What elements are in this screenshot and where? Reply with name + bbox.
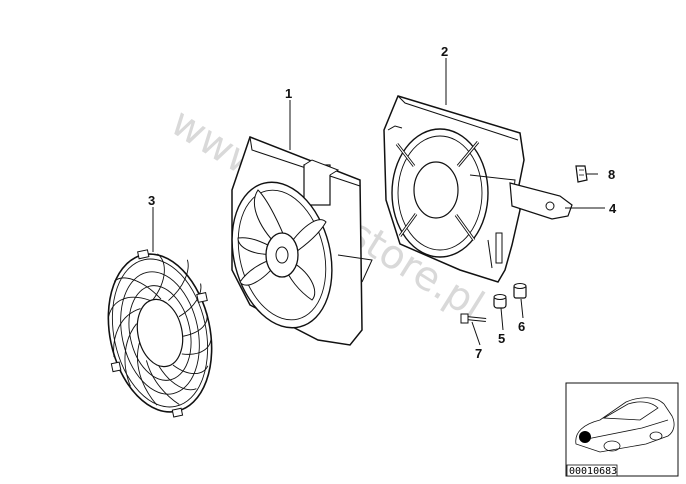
leader-lines: [152, 58, 605, 346]
callout-7: 7: [475, 346, 482, 361]
callout-8: 8: [608, 167, 615, 182]
fan-guard-part-3[interactable]: [90, 240, 230, 428]
callout-3: 3: [148, 193, 155, 208]
location-marker: [579, 431, 591, 443]
callout-6: 6: [518, 319, 525, 334]
vehicle-locator-inset: 00010683: [565, 382, 679, 477]
callout-1: 1: [285, 86, 292, 101]
car-outline-image: [575, 397, 675, 453]
screw-part-7[interactable]: [460, 313, 487, 324]
fan-assembly-part-1[interactable]: [218, 136, 373, 346]
bracket-part-4[interactable]: [509, 182, 573, 220]
diagram-code: 00010683: [569, 466, 617, 477]
callout-2: 2: [441, 44, 448, 59]
callout-4: 4: [609, 201, 617, 216]
callout-5: 5: [498, 331, 505, 346]
nut-part-6[interactable]: [513, 283, 527, 299]
clip-part-8[interactable]: [575, 165, 588, 183]
grommet-part-5[interactable]: [493, 294, 507, 309]
fan-shroud-part-2[interactable]: [383, 95, 573, 283]
